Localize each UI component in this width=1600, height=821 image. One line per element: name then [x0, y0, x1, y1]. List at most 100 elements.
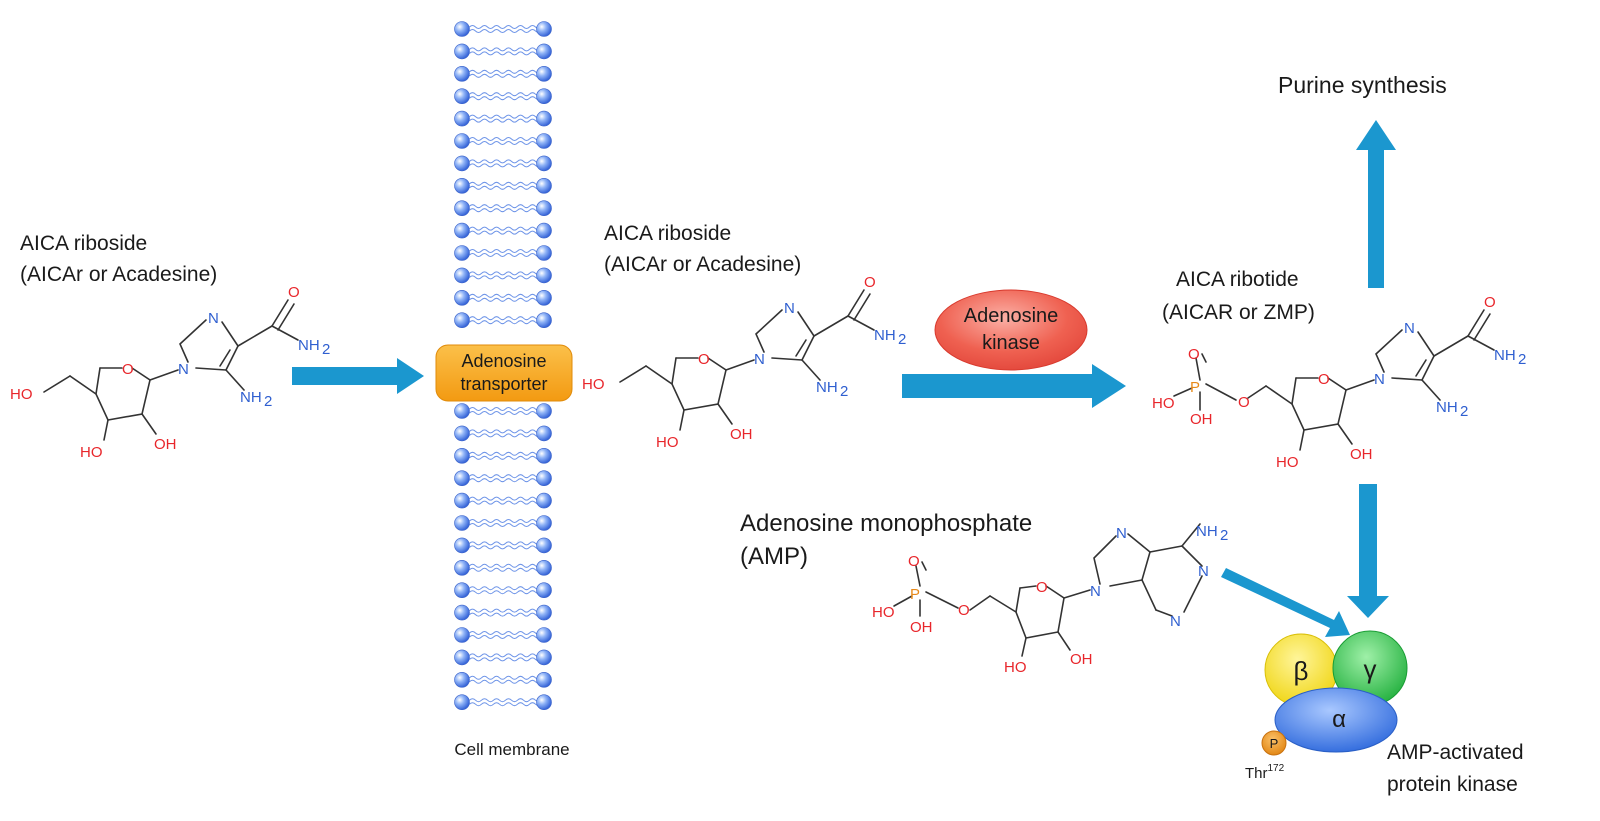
kinase-label-2: kinase — [982, 332, 1040, 354]
lipid-pair — [454, 671, 552, 688]
ampk-sublabel: protein kinase — [1387, 773, 1518, 796]
svg-text:NH: NH — [1196, 523, 1218, 540]
lipid-head — [536, 425, 552, 442]
thr172-label: Thr172 — [1245, 763, 1285, 782]
svg-text:P: P — [910, 586, 920, 603]
lipid-head — [454, 133, 470, 149]
svg-text:O: O — [1036, 579, 1048, 596]
aica-ribotide-label: AICA ribotide — [1176, 268, 1299, 291]
lipid-pair — [454, 200, 552, 216]
zmp-molecule: O O P O HO OH HO OH N N NH 2 O NH 2 — [1152, 294, 1526, 471]
lipid-head — [536, 559, 552, 576]
lipid-head — [536, 447, 552, 464]
svg-text:HO: HO — [10, 386, 33, 403]
aicar-molecule-inside: O HO HO OH N N NH 2 O NH 2 — [582, 274, 906, 451]
svg-text:HO: HO — [656, 434, 679, 451]
lipid-head — [536, 200, 552, 216]
lipid-head — [536, 245, 552, 261]
lipid-head — [536, 267, 552, 284]
svg-text:HO: HO — [1004, 659, 1027, 676]
svg-text:2: 2 — [840, 383, 848, 400]
svg-text:2: 2 — [264, 393, 272, 410]
phospho-label: P — [1270, 736, 1279, 751]
lipid-head — [454, 537, 470, 554]
svg-text:N: N — [178, 361, 189, 378]
lipid-pair — [454, 559, 552, 576]
lipid-head — [454, 649, 470, 666]
transporter-label-2: transporter — [460, 374, 547, 394]
lipid-head — [536, 21, 552, 37]
lipid-head — [454, 200, 470, 216]
lipid-head — [536, 88, 552, 104]
lipid-head — [536, 403, 552, 419]
lipid-head — [454, 604, 470, 621]
svg-text:O: O — [698, 351, 710, 368]
svg-text:HO: HO — [582, 376, 605, 393]
svg-text:HO: HO — [1276, 454, 1299, 471]
ampk-label: AMP-activated — [1387, 741, 1524, 764]
svg-text:N: N — [754, 351, 765, 368]
lipid-pair — [454, 515, 552, 531]
lipid-head — [454, 110, 470, 127]
arrow-to-purine-synthesis — [1356, 120, 1396, 288]
svg-text:HO: HO — [80, 444, 103, 461]
lipid-head — [454, 21, 470, 37]
cell-membrane-label: Cell membrane — [454, 740, 569, 759]
lipid-head — [454, 559, 470, 576]
svg-text:OH: OH — [154, 436, 177, 453]
arrow-into-cell — [292, 358, 424, 394]
lipid-head — [454, 245, 470, 261]
purine-synthesis-label: Purine synthesis — [1278, 72, 1447, 98]
svg-text:OH: OH — [1190, 411, 1213, 428]
svg-text:N: N — [784, 300, 795, 317]
svg-text:N: N — [1170, 613, 1181, 630]
adenosine-transporter: Adenosine transporter — [435, 344, 573, 402]
lipid-head — [454, 447, 470, 464]
phosphate-group: P — [1261, 730, 1287, 756]
svg-text:O: O — [958, 602, 970, 619]
svg-text:OH: OH — [1070, 651, 1093, 668]
lipid-head — [536, 43, 552, 60]
lipid-head — [536, 582, 552, 599]
svg-text:2: 2 — [1518, 351, 1526, 368]
lipid-head — [454, 66, 470, 82]
lipid-head — [454, 88, 470, 104]
svg-text:O: O — [1318, 371, 1330, 388]
arrow-amp-to-ampk — [1221, 568, 1350, 637]
lipid-head — [536, 178, 552, 194]
svg-text:P: P — [1190, 379, 1200, 396]
aicar-outside-label: AICA riboside — [20, 232, 147, 255]
lipid-pair — [454, 21, 552, 37]
aica-ribotide-sublabel: (AICAR or ZMP) — [1162, 301, 1315, 324]
transporter-label-1: Adenosine — [461, 351, 546, 371]
lipid-pair — [454, 222, 552, 239]
svg-text:HO: HO — [1152, 395, 1175, 412]
beta-label: β — [1294, 656, 1309, 686]
lipid-pair — [454, 425, 552, 442]
lipid-head — [536, 671, 552, 688]
aicar-outside-sublabel: (AICAr or Acadesine) — [20, 263, 217, 286]
svg-text:NH: NH — [874, 327, 896, 344]
svg-text:N: N — [1116, 525, 1127, 542]
lipid-head — [536, 110, 552, 127]
svg-text:2: 2 — [1460, 403, 1468, 420]
lipid-pair — [454, 88, 552, 104]
svg-text:OH: OH — [910, 619, 933, 636]
lipid-pair — [454, 470, 552, 487]
svg-text:O: O — [908, 553, 920, 570]
svg-text:OH: OH — [1350, 446, 1373, 463]
svg-text:OH: OH — [730, 426, 753, 443]
svg-text:HO: HO — [872, 604, 895, 621]
aicar-inside-label: AICA riboside — [604, 222, 731, 245]
lipid-pair — [454, 582, 552, 599]
cell-membrane — [454, 21, 552, 711]
lipid-pair — [454, 66, 552, 82]
svg-text:O: O — [288, 284, 300, 301]
lipid-head — [536, 694, 552, 711]
lipid-head — [454, 155, 470, 172]
svg-text:N: N — [1090, 583, 1101, 600]
lipid-head — [536, 289, 552, 306]
alpha-label: α — [1332, 706, 1346, 733]
svg-text:N: N — [1374, 371, 1385, 388]
